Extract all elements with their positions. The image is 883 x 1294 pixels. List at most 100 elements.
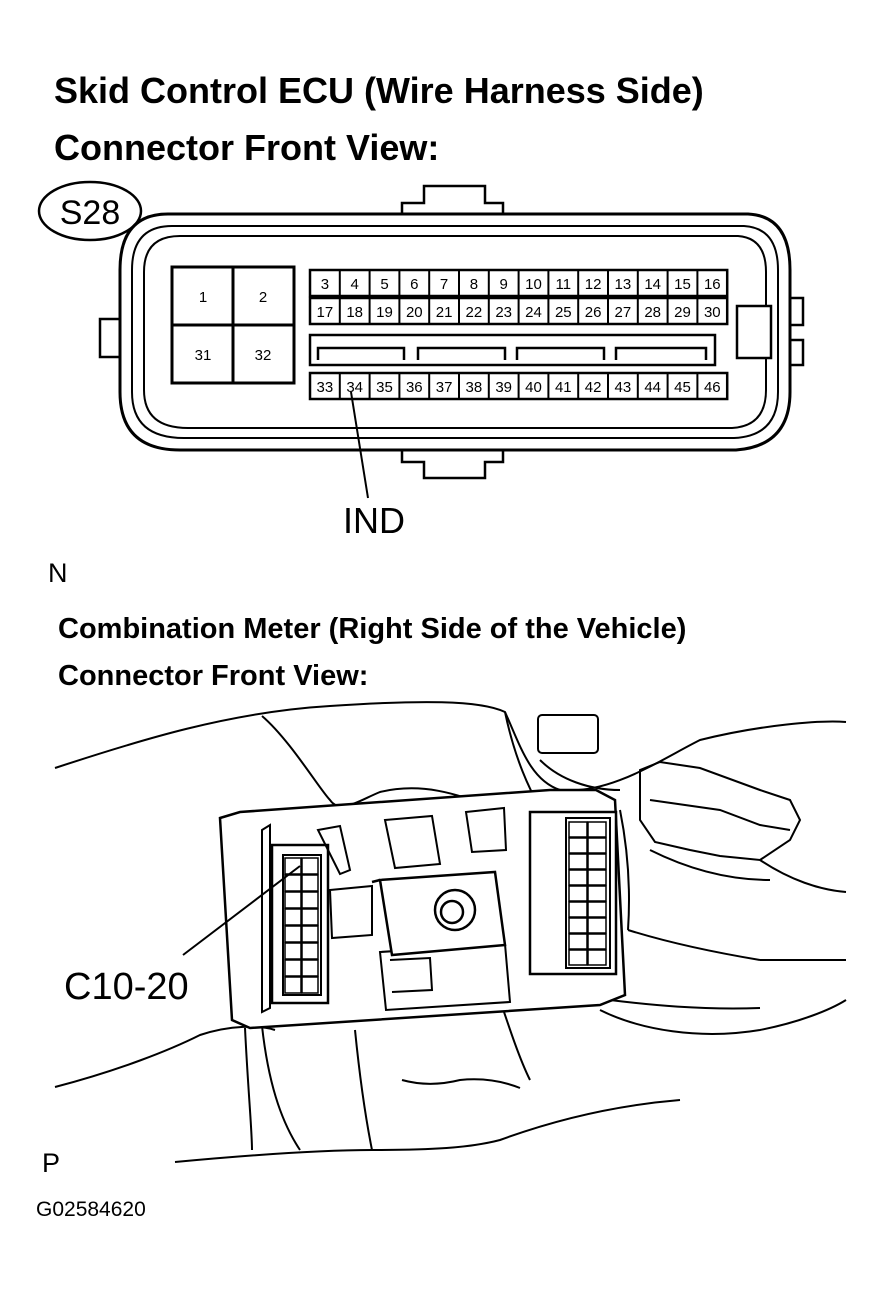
pin-number: 19 <box>376 304 393 321</box>
c10-leader-line <box>182 865 301 956</box>
ind-leader-line <box>350 391 369 499</box>
connector-bottom-latch <box>400 448 505 480</box>
section-letter-n: N <box>48 558 68 588</box>
c10-terminal-cell <box>301 942 319 960</box>
meter-title: Combination Meter (Right Side of the Veh… <box>58 613 687 645</box>
right-terminal-cell <box>568 837 588 854</box>
pin-number: 36 <box>406 379 423 396</box>
c10-terminal-cell <box>284 925 302 943</box>
c10-terminal-cell <box>301 857 319 875</box>
right-terminal-cell <box>568 885 588 902</box>
pin-number: 46 <box>704 379 721 396</box>
pin-number: 8 <box>470 276 478 293</box>
pin-number: 15 <box>674 276 691 293</box>
pin-number: 6 <box>410 276 418 293</box>
pin-number: 23 <box>495 304 512 321</box>
c10-terminal-cell <box>284 857 302 875</box>
large-pin: 1 <box>199 289 207 306</box>
pin-number: 43 <box>615 379 632 396</box>
right-terminal-cell <box>587 949 607 966</box>
pin-number: 10 <box>525 276 542 293</box>
c10-terminal-cell <box>301 925 319 943</box>
right-terminal-cell <box>568 901 588 918</box>
connector-key-block <box>735 304 773 360</box>
c10-terminal-cell <box>301 908 319 926</box>
connector-code-badge: S28 <box>37 180 143 242</box>
connector-slot-bar <box>308 333 717 367</box>
right-terminal-cell <box>587 869 607 886</box>
c10-terminal-cell <box>301 976 319 994</box>
c10-terminal-cell <box>284 908 302 926</box>
c10-terminal-cell <box>284 976 302 994</box>
pin-number: 22 <box>466 304 483 321</box>
right-terminal-cell <box>568 917 588 934</box>
pin-number: 16 <box>704 276 721 293</box>
pin-number: 28 <box>644 304 661 321</box>
pin-number: 26 <box>585 304 602 321</box>
large-pin: 32 <box>255 347 272 364</box>
connector-code-text: S28 <box>60 194 121 232</box>
c10-connector <box>261 823 330 1014</box>
pin-number: 4 <box>351 276 359 293</box>
pin-number: 45 <box>674 379 691 396</box>
c10-terminal-cell <box>301 891 319 909</box>
ecu-subtitle: Connector Front View: <box>54 127 440 168</box>
pin-number: 18 <box>346 304 363 321</box>
pin-number: 35 <box>376 379 393 396</box>
c10-terminal-cell <box>284 891 302 909</box>
pin-number: 41 <box>555 379 572 396</box>
pin-number: 21 <box>436 304 453 321</box>
pin-number: 27 <box>615 304 632 321</box>
pin-number: 38 <box>466 379 483 396</box>
pin-number: 44 <box>644 379 661 396</box>
c10-terminal-cell <box>284 959 302 977</box>
pin-number: 13 <box>615 276 632 293</box>
pin-number: 17 <box>317 304 334 321</box>
pin-number: 24 <box>525 304 542 321</box>
section-letter-p: P <box>42 1148 61 1178</box>
c10-terminal-cell <box>284 942 302 960</box>
pin-number: 5 <box>380 276 388 293</box>
pin-number: 34 <box>346 379 363 396</box>
pin-number: 3 <box>321 276 329 293</box>
right-terminal-cell <box>568 853 588 870</box>
pin-number: 30 <box>704 304 721 321</box>
pin-number: 11 <box>556 276 572 293</box>
connector-top-latch <box>400 184 505 214</box>
pin-number: 37 <box>436 379 453 396</box>
ecu-title: Skid Control ECU (Wire Harness Side) <box>54 70 704 111</box>
right-terminal-cell <box>587 933 607 950</box>
c10-terminal-cell <box>284 874 302 892</box>
pin-number: 29 <box>674 304 691 321</box>
ind-terminal-label: IND <box>343 500 405 541</box>
right-terminal-cell <box>587 853 607 870</box>
pin-number: 33 <box>317 379 334 396</box>
pin-number: 12 <box>585 276 602 293</box>
c10-connector-label: C10-20 <box>64 966 189 1008</box>
c10-terminal-cell <box>301 959 319 977</box>
right-terminal-cell <box>568 949 588 966</box>
figure-code: G02584620 <box>36 1198 146 1221</box>
right-terminal-cell <box>587 885 607 902</box>
right-terminal-cell <box>587 821 607 838</box>
right-terminal-cell <box>568 933 588 950</box>
right-terminal-cell <box>587 917 607 934</box>
pin-number: 7 <box>440 276 448 293</box>
c10-terminal-cell <box>301 874 319 892</box>
center-mount <box>371 870 507 957</box>
pin-number: 39 <box>495 379 512 396</box>
large-pin-block: 1 2 31 32 <box>170 265 296 385</box>
pin-number: 20 <box>406 304 423 321</box>
pin-number: 40 <box>525 379 542 396</box>
right-meter-connector <box>528 810 618 976</box>
right-terminal-cell <box>587 837 607 854</box>
large-pin: 31 <box>195 347 212 364</box>
pin-number: 42 <box>585 379 602 396</box>
pin-number: 25 <box>555 304 572 321</box>
meter-subtitle: Connector Front View: <box>58 660 369 692</box>
right-terminal-cell <box>568 821 588 838</box>
right-terminal-cell <box>587 901 607 918</box>
